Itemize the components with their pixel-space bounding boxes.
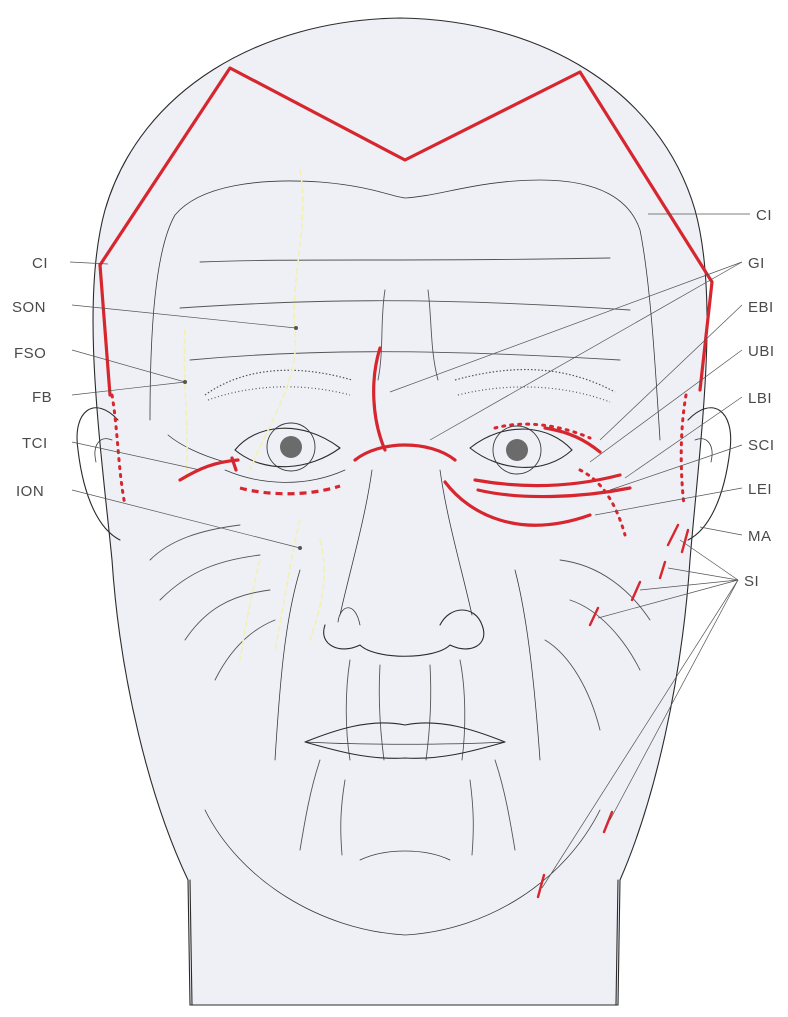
label-tci: TCI: [22, 435, 48, 452]
label-ci-right: CI: [756, 207, 772, 224]
label-sci: SCI: [748, 437, 775, 454]
label-son: SON: [12, 299, 46, 316]
label-ebi: EBI: [748, 299, 774, 316]
face-outline: [77, 18, 731, 1005]
label-lei: LEI: [748, 481, 772, 498]
labels-right: CI GI EBI UBI LBI SCI LEI MA SI: [744, 207, 775, 590]
label-si: SI: [744, 573, 759, 590]
label-fso: FSO: [14, 345, 46, 362]
label-ubi: UBI: [748, 343, 775, 360]
label-ma: MA: [748, 528, 772, 545]
label-lbi: LBI: [748, 390, 772, 407]
label-ci-left: CI: [32, 255, 48, 272]
label-ion: ION: [16, 483, 44, 500]
label-gi: GI: [748, 255, 765, 272]
labels-left: CI SON FSO FB TCI ION: [12, 255, 52, 500]
label-fb: FB: [32, 389, 52, 406]
